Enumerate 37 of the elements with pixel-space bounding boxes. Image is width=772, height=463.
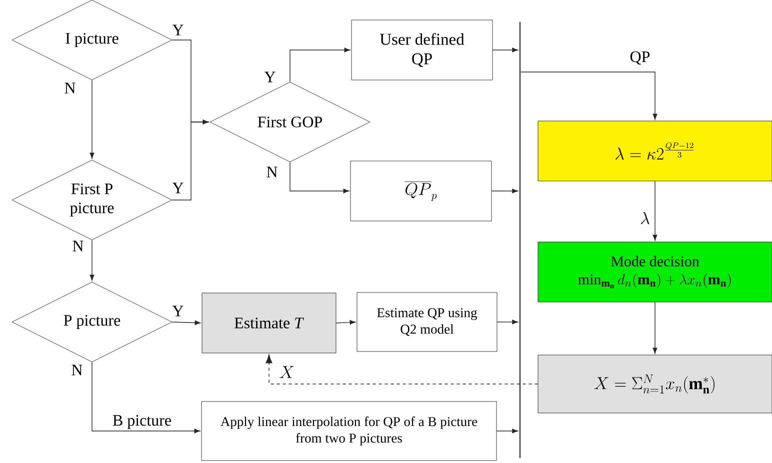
edge-label: B picture (112, 415, 171, 429)
edge-label: Y (264, 72, 276, 82)
edge-label: $\lambda$ (640, 212, 650, 224)
arrow (652, 180, 658, 241)
process-box: Estimate QP using Q2 model (356, 292, 498, 352)
arrow (491, 188, 518, 194)
process-box: $\overline{QP}_p$ (350, 160, 492, 222)
arrow (496, 320, 518, 324)
process-box: Estimate T (202, 292, 336, 354)
arrow (652, 302, 658, 354)
edge-label: QP (630, 51, 650, 65)
edge-label: N (64, 82, 76, 94)
edge-label: Y (172, 24, 184, 36)
arrow (90, 240, 94, 281)
edge-label: Y (172, 306, 184, 316)
arrow (520, 72, 658, 120)
edge-label: N (72, 240, 84, 252)
arrow (92, 362, 200, 434)
arrow (492, 48, 518, 52)
arrow (496, 428, 518, 434)
process-box: Apply linear interpolation for QP of a B picture from two P pictures (201, 401, 497, 461)
arrow (290, 162, 350, 194)
arrow (266, 354, 538, 384)
process-box: $\lambda = \kappa 2^{\frac{QP-12}{3}}$ (538, 120, 772, 182)
edge-label: N (266, 166, 278, 178)
arrow (172, 120, 209, 200)
process-box: $X = \Sigma_{n=1}^{N} x_n(\mathbf{m}^{*}_{\mathbf{n}})$ (538, 354, 772, 414)
arrow (336, 320, 356, 325)
edge-label: $X$ (280, 366, 294, 378)
arrow (90, 80, 94, 159)
bus-line (519, 22, 521, 458)
arrow (172, 320, 201, 326)
process-box: User defined QP (351, 20, 493, 80)
edge-label: Y (172, 182, 184, 194)
branch-label: N (72, 364, 82, 376)
arrow (290, 48, 350, 82)
process-box: Mode decision $\min_{\mathbf{m_n}} d_n(\mathbf{m_n}) + \lambda x_n(\mathbf{m_n})$ (538, 242, 772, 302)
